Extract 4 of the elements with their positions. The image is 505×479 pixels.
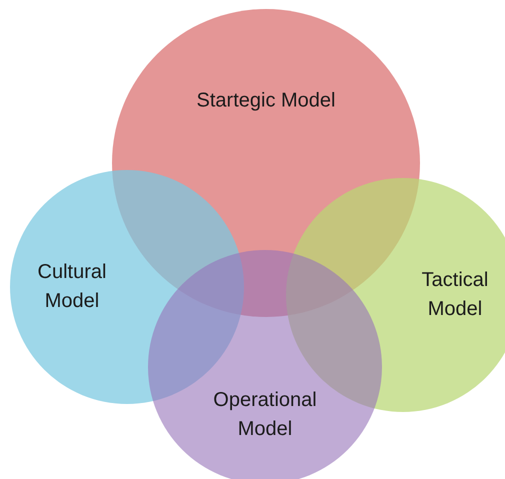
circle-label: Cultural Model [36,260,108,314]
circle-label: Startegic Model [196,88,336,114]
circle-label: Tactical Model [420,268,490,322]
circle-label: Operational Model [212,388,318,442]
